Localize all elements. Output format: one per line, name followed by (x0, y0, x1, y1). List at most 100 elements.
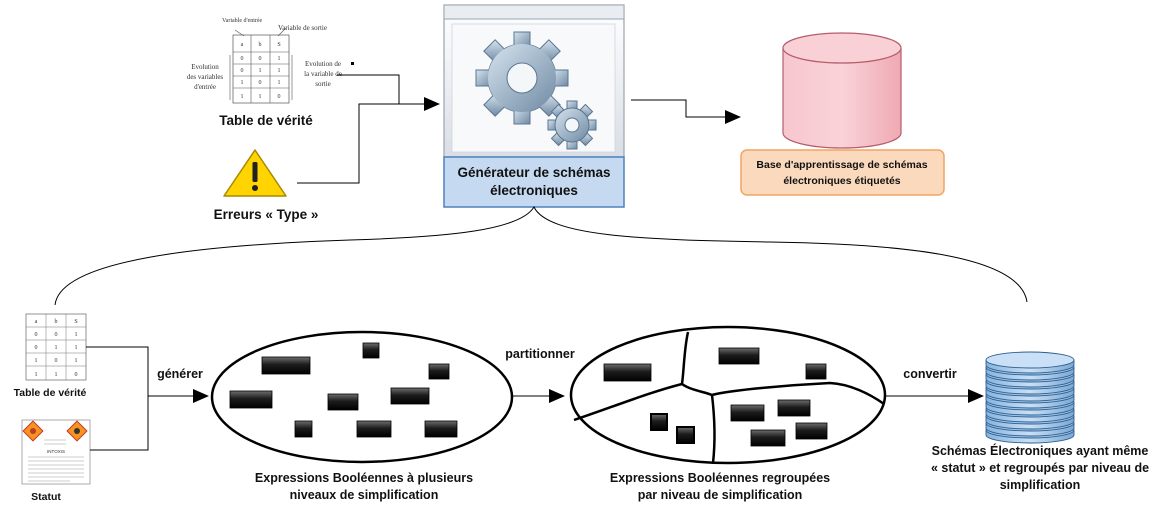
expression-bar (730, 404, 765, 422)
step-partition-label: partitionner (505, 347, 575, 361)
svg-text:1: 1 (241, 94, 244, 100)
status-label: Statut (31, 491, 61, 503)
status-document-heading: INTOXIS (47, 449, 65, 454)
expression-bar (390, 387, 430, 405)
output-variable-caption: Variable de sortie (278, 24, 327, 32)
svg-text:0: 0 (75, 372, 78, 378)
expression-bar (424, 420, 458, 438)
inputs-to-generator-connector (297, 74, 425, 184)
arrowhead-partition (549, 389, 565, 403)
arrowhead-into-generator (424, 97, 440, 111)
database-label: Base d'apprentissage de schémas électroni… (756, 159, 927, 187)
output-schemas-label-line: simplification (1000, 478, 1081, 492)
bottom-truth-table-label: Table de vérité (14, 387, 87, 399)
errors-type-label: Erreurs « Type » (214, 207, 319, 222)
generator-label-line: Générateur de schémas (457, 165, 610, 180)
generator-to-database-connector (631, 99, 726, 118)
svg-text:0: 0 (259, 56, 262, 62)
svg-text:0: 0 (259, 80, 262, 86)
svg-text:S: S (74, 319, 77, 325)
expression-bar (676, 426, 695, 444)
svg-text:0: 0 (55, 358, 58, 364)
expression-bar (750, 429, 786, 447)
svg-text:b: b (259, 42, 262, 48)
expression-bar (327, 393, 359, 411)
expression-bar (795, 422, 828, 440)
database-icon (782, 32, 902, 149)
input-variable-caption: Variable d'entrée (222, 18, 263, 24)
boolean-expressions-label-line: Expressions Booléennes à plusieurs (255, 471, 473, 485)
warning-icon (223, 149, 287, 197)
output-evolution-caption: sortie (315, 80, 331, 88)
svg-text:0: 0 (278, 94, 281, 100)
generator-label-box (443, 156, 625, 208)
svg-text:1: 1 (75, 358, 78, 364)
svg-text:1: 1 (55, 372, 58, 378)
svg-text:1: 1 (259, 68, 262, 74)
generator-label-line: électroniques (490, 183, 578, 198)
expression-bar (777, 399, 811, 417)
svg-text:0: 0 (55, 332, 58, 338)
expression-bar (261, 356, 311, 375)
grouped-expressions-label: Expressions Booléennes regroupées par niv… (610, 471, 830, 502)
expression-bar (805, 363, 827, 380)
expression-bars-group-2 (603, 347, 828, 447)
output-evolution-caption: la variable de (304, 70, 342, 78)
grouped-expressions-ellipse (569, 325, 887, 465)
expression-bar (603, 363, 652, 382)
boolean-expressions-label-line: niveaux de simplification (290, 488, 439, 502)
svg-text:S: S (277, 42, 280, 48)
top-truth-table-label: Table de vérité (219, 113, 313, 128)
disk-stack-icon (985, 351, 1075, 444)
svg-text:1: 1 (278, 56, 281, 62)
generator-label: Générateur de schémas électroniques (457, 165, 610, 198)
svg-text:0: 0 (241, 68, 244, 74)
boolean-expressions-label: Expressions Booléennes à plusieurs niveau… (255, 471, 473, 502)
svg-text:1: 1 (75, 345, 78, 351)
svg-text:0: 0 (35, 332, 38, 338)
arrowhead-into-database (725, 110, 741, 124)
output-schemas-label: Schémas Électroniques ayant même « statut… (931, 443, 1149, 492)
expression-bar (356, 420, 392, 438)
expression-bar (428, 363, 450, 380)
gears-icon (475, 31, 597, 150)
input-evolution-caption: d'entrée (194, 83, 216, 91)
output-schemas-label-line: « statut » et regroupés par niveau de (931, 461, 1149, 475)
arrowhead-generate (193, 389, 209, 403)
generator-expansion-curve (54, 205, 1028, 306)
svg-text:1: 1 (35, 358, 38, 364)
svg-text:0: 0 (35, 345, 38, 351)
svg-text:a: a (35, 319, 38, 325)
svg-text:1: 1 (55, 345, 58, 351)
expression-bar (362, 342, 380, 359)
expression-bar (294, 420, 313, 438)
expression-bar (718, 347, 760, 365)
input-evolution-caption: Evolution (191, 63, 219, 71)
step-convert-label: convertir (903, 367, 957, 381)
output-schemas-label-line: Schémas Électroniques ayant même (932, 443, 1149, 458)
generate-connector (86, 346, 196, 451)
svg-text:0: 0 (241, 56, 244, 62)
expression-bar (650, 413, 668, 431)
svg-text:b: b (55, 319, 58, 325)
svg-text:1: 1 (278, 80, 281, 86)
svg-text:a: a (241, 42, 244, 48)
step-generate-label: générer (157, 367, 203, 381)
database-label-line: électroniques étiquetés (783, 175, 900, 187)
svg-text:1: 1 (259, 94, 262, 100)
partition-lines (573, 331, 885, 464)
status-document-figure: INTOXIS (21, 419, 91, 485)
svg-text:1: 1 (278, 68, 281, 74)
expression-bar (229, 390, 273, 409)
grouped-expressions-label-line: Expressions Booléennes regroupées (610, 471, 830, 485)
output-evolution-caption: Evolution de (305, 60, 341, 68)
svg-text:1: 1 (35, 372, 38, 378)
database-label-line: Base d'apprentissage de schémas (756, 159, 927, 171)
arrowhead-convert (968, 389, 984, 403)
database-label-box (740, 149, 945, 196)
expression-bars-group-1 (229, 342, 458, 438)
grouped-expressions-label-line: par niveau de simplification (638, 488, 803, 502)
